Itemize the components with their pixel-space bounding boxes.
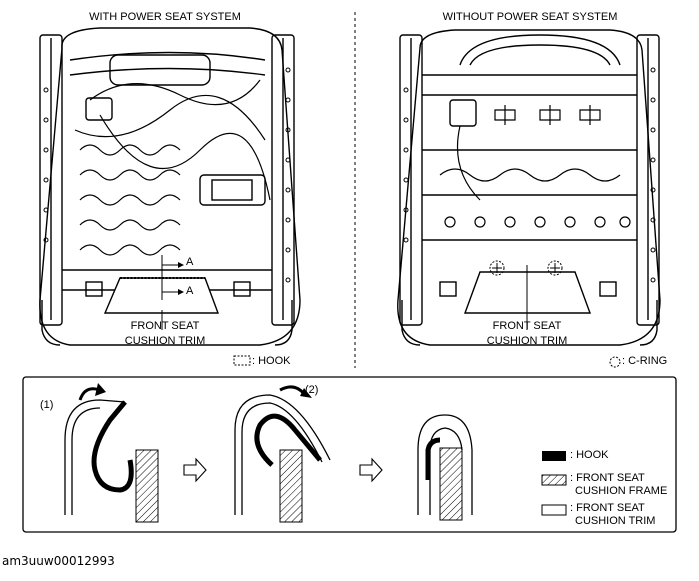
left-cushion-trim <box>103 255 220 330</box>
step2-illustration <box>234 385 331 523</box>
right-panel-title: WITHOUT POWER SEAT SYSTEM <box>442 11 618 23</box>
legend-trim-swatch <box>541 504 567 516</box>
legend-hook-swatch <box>542 451 566 461</box>
right-trim-label-line2: CUSHION TRIM <box>486 335 568 347</box>
legend-hook-label: : HOOK <box>570 449 609 461</box>
step1-illustration <box>64 383 159 523</box>
legend-frame-label-line1: : FRONT SEAT <box>570 472 645 484</box>
left-seat-frame <box>39 27 301 346</box>
right-trim-label-line1: FRONT SEAT <box>492 320 562 332</box>
section-marker-upper: A <box>186 256 194 268</box>
step3-illustration <box>417 414 473 521</box>
hook-key-symbol <box>233 355 251 366</box>
arrow-step-1-to-2 <box>183 457 207 483</box>
detail-box <box>22 376 677 533</box>
section-marker-lower: A <box>186 285 194 297</box>
left-trim-label-line2: CUSHION TRIM <box>124 335 206 347</box>
cring-key-label: : C-RING <box>622 355 668 367</box>
figure-code: am3uuw00012993 <box>2 554 115 568</box>
right-cushion-trim <box>463 260 592 330</box>
legend-trim-label-line2: CUSHION TRIM <box>575 515 656 527</box>
right-seat-frame <box>397 29 661 346</box>
legend-frame-swatch <box>541 474 567 486</box>
cring-key-symbol <box>609 356 621 368</box>
left-trim-label-line1: FRONT SEAT <box>130 320 200 332</box>
left-panel-title: WITH POWER SEAT SYSTEM <box>89 11 241 23</box>
legend-frame-label-line2: CUSHION FRAME <box>575 485 668 497</box>
step2-label: (2) <box>305 384 319 396</box>
step1-label: (1) <box>40 399 54 411</box>
legend-trim-label-line1: : FRONT SEAT <box>570 502 645 514</box>
hook-key-label: : HOOK <box>252 355 291 367</box>
arrow-step-2-to-3 <box>359 457 383 483</box>
